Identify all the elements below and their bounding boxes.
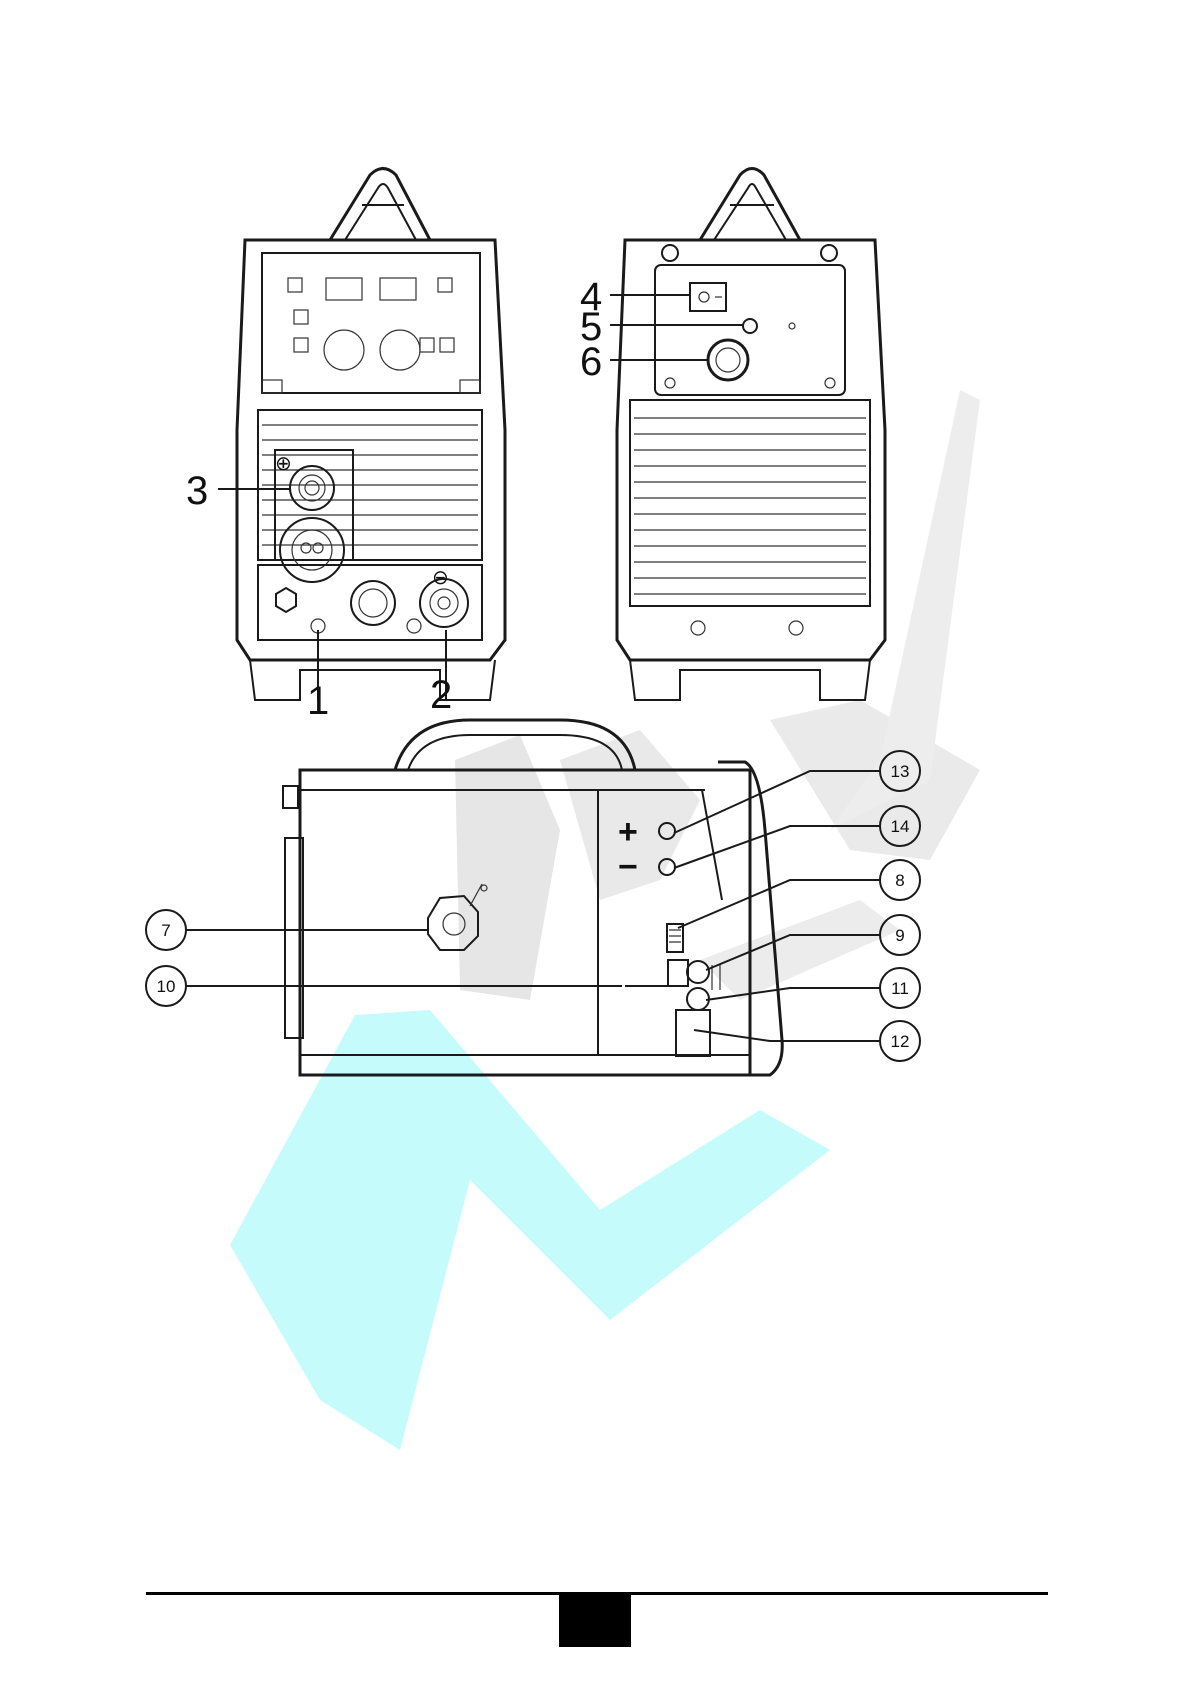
rear-view: 4 5 6 xyxy=(580,169,885,701)
front-terminal-positive-symbol: ⊕ xyxy=(275,451,292,475)
callout-12: 12 xyxy=(891,1032,910,1051)
watermark-logo xyxy=(230,390,980,1450)
callout-3: 3 xyxy=(186,469,208,513)
callout-7: 7 xyxy=(161,921,170,940)
callout-2: 2 xyxy=(430,673,452,717)
callout-13: 13 xyxy=(891,762,910,781)
callout-1: 1 xyxy=(307,679,329,723)
page-number-tab xyxy=(559,1595,631,1647)
front-terminal-negative-symbol: ⊖ xyxy=(432,565,449,589)
polarity-minus: − xyxy=(618,848,638,886)
callout-11: 11 xyxy=(891,979,909,998)
callout-8: 8 xyxy=(895,871,904,890)
polarity-plus: + xyxy=(618,813,638,851)
callout-14: 14 xyxy=(891,817,910,836)
callout-9: 9 xyxy=(895,926,904,945)
front-view: ⊕ ⊖ 1 2 3 xyxy=(186,169,505,724)
callout-10: 10 xyxy=(157,977,176,996)
callout-6: 6 xyxy=(580,340,602,384)
